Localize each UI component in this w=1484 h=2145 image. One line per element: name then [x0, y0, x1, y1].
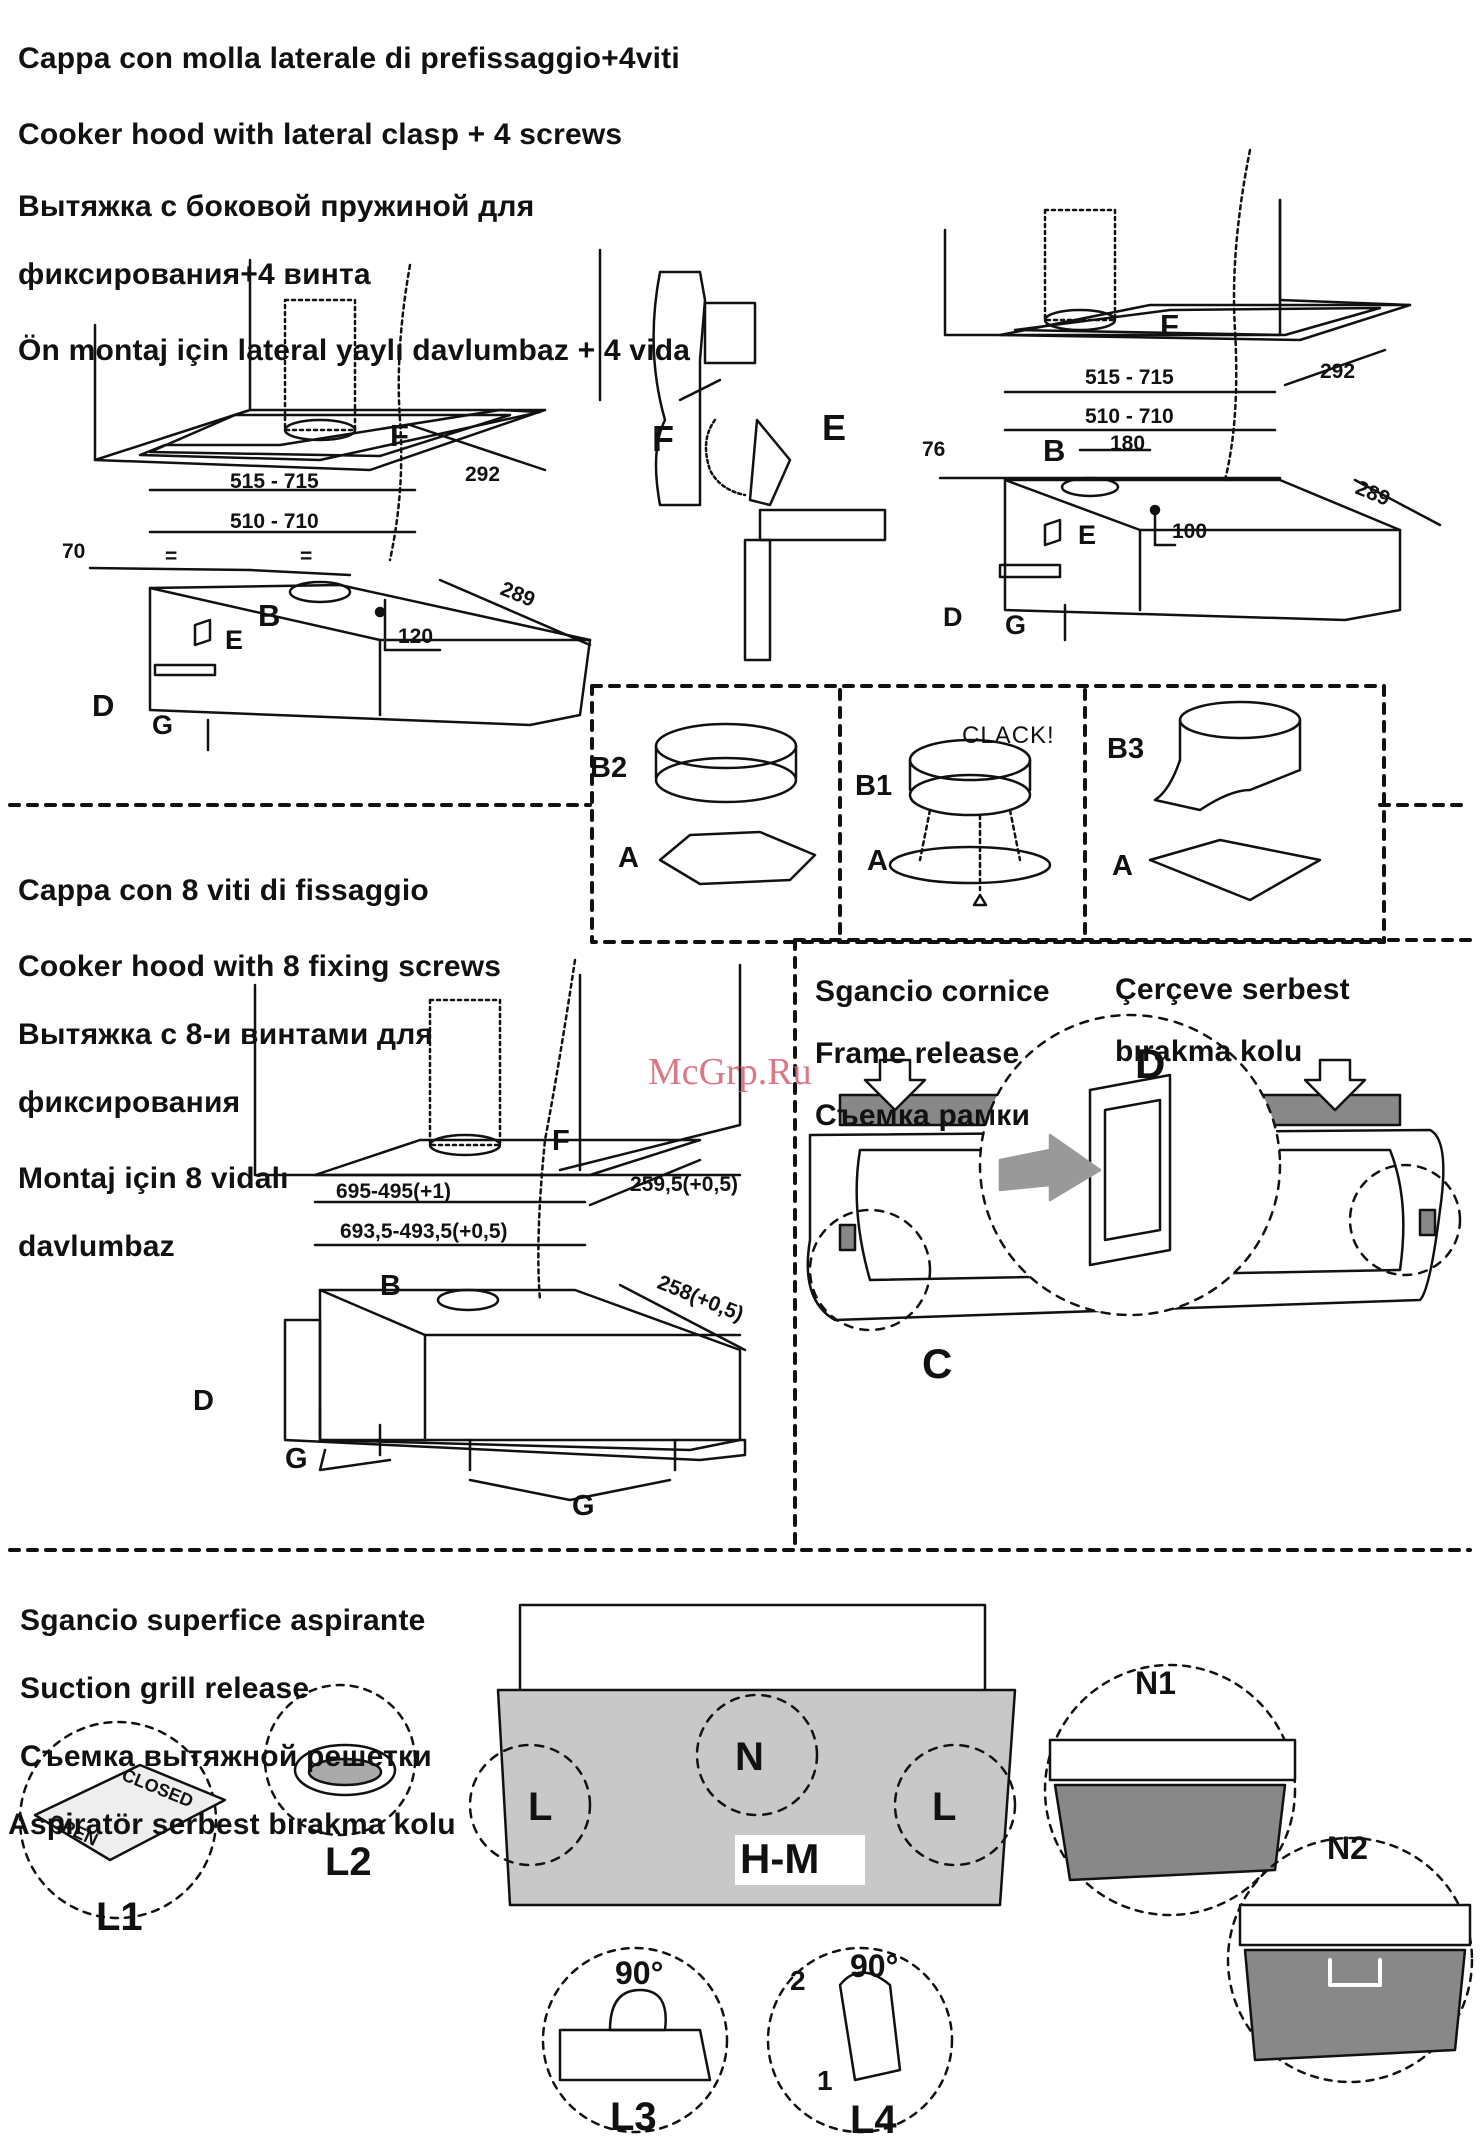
- frame-release-heading-right: Çerçeve serbest bırakma kolu: [1115, 943, 1350, 1098]
- lateral-clasp-heading: Cappa con molla laterale di prefissaggio…: [18, 8, 690, 402]
- label-l3: L3: [610, 2095, 657, 2139]
- label-step-2: 2: [790, 1965, 806, 1996]
- label-g1: G: [285, 1443, 308, 1475]
- label-a-b2: A: [618, 842, 639, 874]
- label-f: F: [390, 418, 409, 453]
- heading-line-tr1: Çerçeve serbest: [1115, 973, 1350, 1006]
- label-a-b1: A: [867, 845, 888, 877]
- flange-panel-b2: [654, 722, 817, 886]
- heading-line-ru2: фиксирования: [18, 1086, 241, 1119]
- dim-offset: 120: [398, 625, 434, 648]
- label-g: G: [1005, 610, 1027, 640]
- heading-line-it: Cappa con molla laterale di prefissaggio…: [18, 42, 680, 75]
- label-b1: B1: [855, 770, 893, 802]
- dim-width-inner: 510 - 710: [230, 510, 319, 533]
- label-l2: L2: [325, 1840, 372, 1884]
- eight-screws-heading: Cappa con 8 viti di fissaggio Cooker hoo…: [18, 840, 501, 1298]
- dim-offset-y: 100: [1172, 520, 1208, 543]
- label-n1: N1: [1135, 1665, 1176, 1701]
- heading-line-ru1: Вытяжка с боковой пружиной для: [18, 190, 535, 223]
- label-f: F: [1160, 308, 1179, 343]
- dim-equal-1: =: [165, 545, 178, 568]
- label-a-b3: A: [1112, 850, 1133, 882]
- dim-width-outer: 515 - 715: [1085, 366, 1174, 389]
- clack-text: CLACK!: [962, 722, 1055, 749]
- dim-equal-2: =: [300, 545, 313, 568]
- dim-width-outer: 695-495(+1): [336, 1180, 451, 1203]
- heading-line-tr: Aspiratör serbest bırakma kolu: [8, 1808, 456, 1841]
- label-d: D: [92, 688, 115, 723]
- heading-line-ru1: Вытяжка с 8-и винтами для: [18, 1018, 434, 1051]
- section-dividers: [8, 684, 1472, 1552]
- heading-line-en: Suction grill release: [20, 1672, 310, 1705]
- dim-width-outer: 515 - 715: [230, 470, 319, 493]
- frame-release-diagram: [806, 1013, 1462, 1332]
- heading-line-it: Cappa con 8 viti di fissaggio: [18, 874, 429, 907]
- dim-width-inner: 510 - 710: [1085, 405, 1174, 428]
- label-panel: H-M: [740, 1835, 820, 1882]
- heading-line-it: Sgancio cornice: [815, 975, 1050, 1008]
- eight-screw-hood-diagram: [253, 958, 747, 1502]
- suction-grill-diagram: [18, 1603, 1474, 2134]
- label-l1: L1: [96, 1895, 143, 1939]
- label-g2: G: [572, 1490, 595, 1522]
- clasp-detail: [652, 270, 887, 662]
- dim-depth-outer: 259,5(+0,5): [630, 1173, 738, 1196]
- label-step-1: 1: [817, 2065, 833, 2096]
- label-e: E: [225, 625, 244, 655]
- heading-line-en: Frame release: [815, 1037, 1020, 1070]
- label-c: C: [922, 1340, 953, 1387]
- label-d: D: [193, 1385, 214, 1417]
- label-b: B: [1043, 433, 1066, 468]
- dim-edge: 76: [922, 438, 946, 461]
- label-b: B: [258, 598, 281, 633]
- heading-line-tr2: davlumbaz: [18, 1230, 175, 1263]
- heading-line-ru: Съемка рамки: [815, 1099, 1031, 1132]
- dim-edge: 70: [62, 540, 86, 563]
- heading-line-tr1: Montaj için 8 vidalı: [18, 1162, 289, 1195]
- frame-release-heading-left: Sgancio cornice Frame release Съемка рам…: [815, 945, 1050, 1162]
- label-l-left: L: [528, 1785, 553, 1829]
- label-angle-l4: 90°: [850, 1948, 899, 1984]
- label-b2: B2: [590, 752, 628, 784]
- label-n2: N2: [1327, 1830, 1368, 1866]
- dim-depth-outer: 292: [465, 463, 501, 486]
- left-hood-diagram: [88, 248, 602, 752]
- flange-panel-b1: [888, 738, 1052, 907]
- dim-offset-x: 180: [1110, 432, 1146, 455]
- heading-line-ru2: фиксирования+4 винта: [18, 258, 371, 291]
- label-b: B: [380, 1270, 401, 1302]
- label-l4: L4: [850, 2098, 897, 2142]
- heading-line-ru: Съемка вытяжной решетки: [20, 1740, 432, 1773]
- dim-depth-outer: 292: [1320, 360, 1356, 383]
- label-l-right: L: [932, 1785, 957, 1829]
- label-f: F: [552, 1125, 570, 1157]
- watermark: McGrp.Ru: [648, 1051, 812, 1093]
- label-b3: B3: [1107, 733, 1145, 765]
- label-n: N: [735, 1735, 764, 1779]
- clasp-label-e: E: [822, 407, 847, 448]
- suction-grill-heading: Sgancio superfice aspirante Suction gril…: [8, 1570, 456, 1876]
- label-d: D: [1135, 1040, 1166, 1087]
- label-angle-l3: 90°: [615, 1955, 664, 1991]
- heading-line-tr2: bırakma kolu: [1115, 1035, 1303, 1068]
- heading-line-en: Cooker hood with 8 fixing screws: [18, 950, 502, 983]
- heading-line-en: Cooker hood with lateral clasp + 4 screw…: [18, 118, 623, 151]
- flange-panel-b3: [1148, 700, 1322, 902]
- right-hood-diagram: [938, 148, 1442, 642]
- heading-line-tr: Ön montaj için lateral yaylı davlumbaz +…: [18, 334, 691, 367]
- label-g: G: [152, 710, 174, 740]
- label-d: D: [943, 602, 963, 632]
- heading-line-it: Sgancio superfice aspirante: [20, 1604, 426, 1637]
- clasp-label-f: F: [652, 418, 674, 459]
- dim-width-inner: 693,5-493,5(+0,5): [340, 1220, 508, 1243]
- label-e: E: [1078, 520, 1097, 550]
